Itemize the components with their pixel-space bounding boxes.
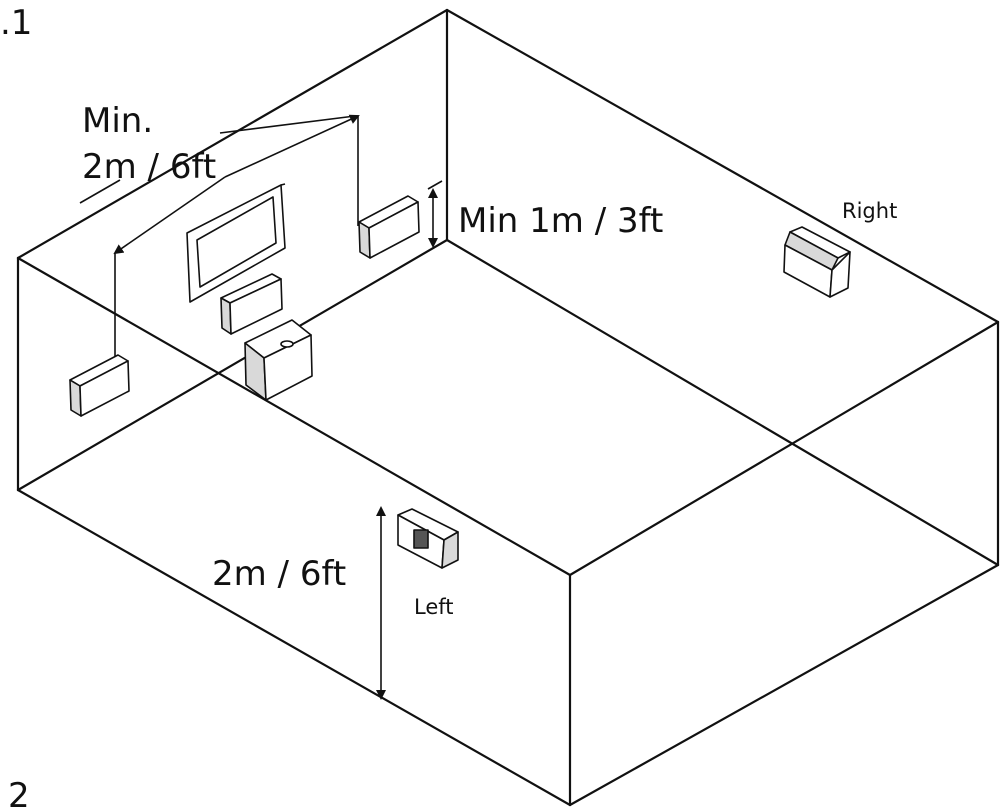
room-floor-left [16,238,449,492]
room-floor-right [445,238,1000,567]
front-left-speaker-icon [69,354,130,417]
distance-leader-top [219,115,356,134]
distance-arrow-right [224,114,360,178]
left-surround-speaker-icon [397,508,459,569]
left-speaker-label: Left [414,595,454,619]
figure-number-top: .1 [0,3,32,43]
room-front-top-left [16,256,572,577]
room-front-top-right [568,320,1000,577]
right-speaker-label: Right [842,199,897,223]
center-speaker-icon [220,273,283,335]
wall-gap-dimension [427,180,443,248]
tv-icon [186,183,286,303]
min-wall-gap-label: Min 1m / 3ft [458,201,663,241]
min-distance-label-line2: 2m / 6ft [82,147,216,187]
min-distance-dimension [79,114,360,370]
right-surround-speaker-icon [783,226,851,298]
distance-arrow-left [113,176,226,255]
room-back-top-right [445,8,1000,324]
distance-leader-bottom [79,179,121,204]
figure-number-bottom: 2 [8,776,30,807]
room-outline [16,8,1000,807]
front-right-speaker-icon [358,195,420,259]
room-bottom-left [16,488,572,807]
wall-gap-tick-top [427,180,443,190]
subwoofer-icon [244,319,313,401]
min-distance-label-line1: Min. [82,101,153,141]
room-bottom-right [568,563,1000,807]
room-back-top-left [16,8,449,260]
height-label: 2m / 6ft [212,554,346,594]
